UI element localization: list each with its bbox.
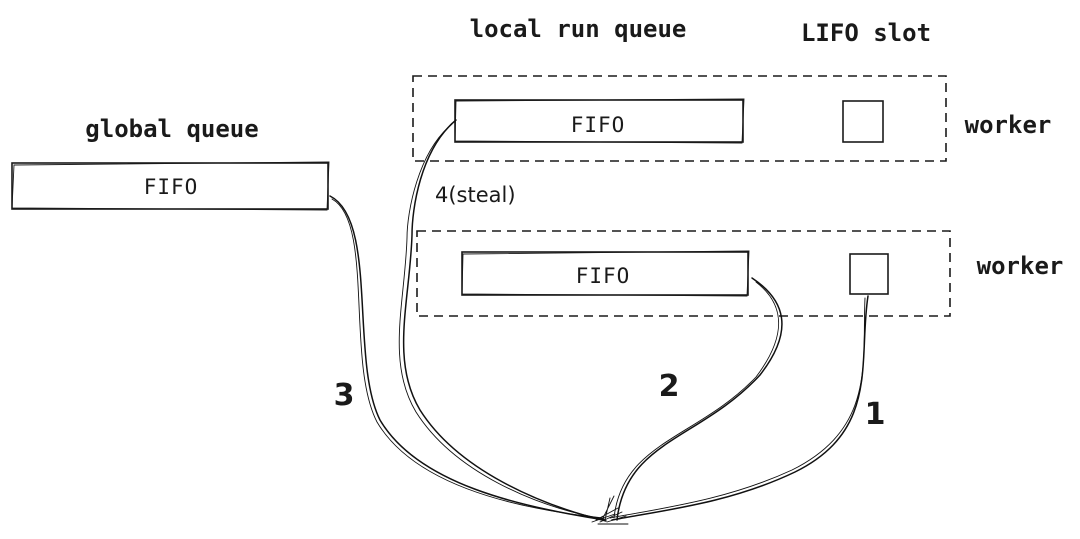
worker-2-fifo-label: FIFO (576, 264, 631, 288)
local-run-queue-header: local run queue (470, 15, 687, 43)
worker-2-local-run-queue: FIFO (461, 250, 750, 297)
worker-2-label: worker (977, 252, 1064, 280)
path-1-lifo-slot (611, 295, 869, 521)
worker-1-fifo-label: FIFO (571, 113, 626, 137)
lifo-slot-header: LIFO slot (801, 19, 931, 47)
flow-curves (329, 119, 869, 525)
worker-1-label: worker (965, 111, 1052, 139)
step-1-label: 1 (865, 397, 886, 432)
step-3-label: 3 (334, 378, 355, 413)
path-3-global-queue (329, 195, 606, 521)
worker-2-boundary (416, 230, 951, 317)
step-2-label: 2 (659, 369, 680, 404)
worker-1-boundary (412, 75, 947, 162)
worker-2: FIFO worker (416, 230, 1064, 317)
worker-1-local-run-queue: FIFO (454, 98, 745, 144)
global-queue-label: global queue (85, 115, 258, 143)
global-queue: FIFO (11, 161, 330, 211)
worker-1-lifo-slot (842, 100, 884, 143)
step-4-steal-label: 4(steal) (435, 183, 516, 207)
path-2-local-run-queue (616, 277, 783, 521)
global-queue-fifo-label: FIFO (144, 175, 199, 199)
worker-1: FIFO worker (412, 75, 1052, 162)
worker-2-lifo-slot (849, 253, 889, 295)
path-4-steal (402, 119, 607, 522)
